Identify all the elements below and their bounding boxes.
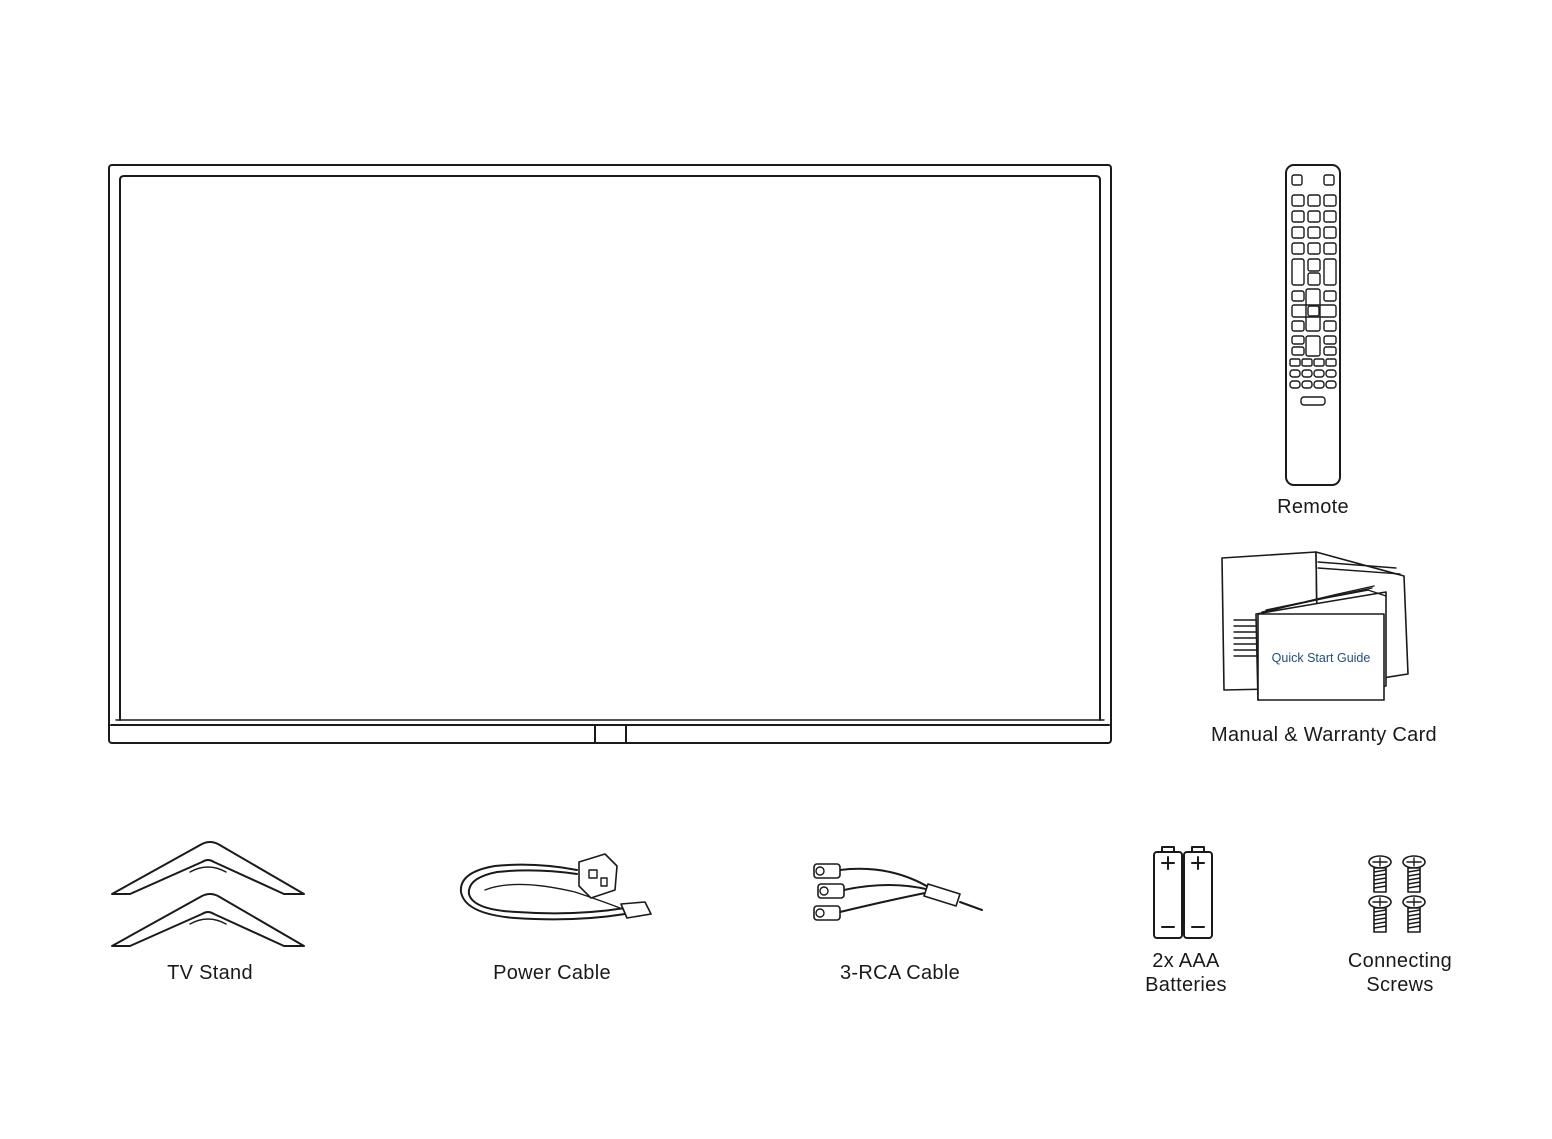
- rca-cable-label: 3-RCA Cable: [839, 962, 961, 984]
- tv-stand-icon: [111, 841, 305, 947]
- manual-label: Manual & Warranty Card: [1211, 724, 1437, 746]
- television-icon: [108, 164, 1112, 744]
- battery-icon: [1153, 846, 1213, 939]
- batteries-label: 2x AAA Batteries: [1120, 949, 1252, 997]
- rca-cable-icon: [813, 863, 983, 921]
- manual-booklet-icon: Quick Start Guide: [1221, 551, 1409, 701]
- batteries-label-line2: Batteries: [1145, 974, 1227, 996]
- screws-label: Connecting Screws: [1330, 949, 1470, 997]
- remote-control-icon: [1285, 164, 1341, 486]
- screw-icon: [1368, 855, 1426, 933]
- screws-label-line1: Connecting: [1347, 950, 1453, 972]
- booklet-title: Quick Start Guide: [1272, 651, 1371, 665]
- batteries-label-line1: 2x AAA: [1152, 950, 1220, 972]
- screws-label-line2: Screws: [1366, 974, 1434, 996]
- remote-label: Remote: [1277, 496, 1349, 518]
- power-cable-icon: [459, 853, 652, 921]
- power-cable-label: Power Cable: [493, 962, 611, 984]
- tv-stand-label: TV Stand: [167, 962, 253, 984]
